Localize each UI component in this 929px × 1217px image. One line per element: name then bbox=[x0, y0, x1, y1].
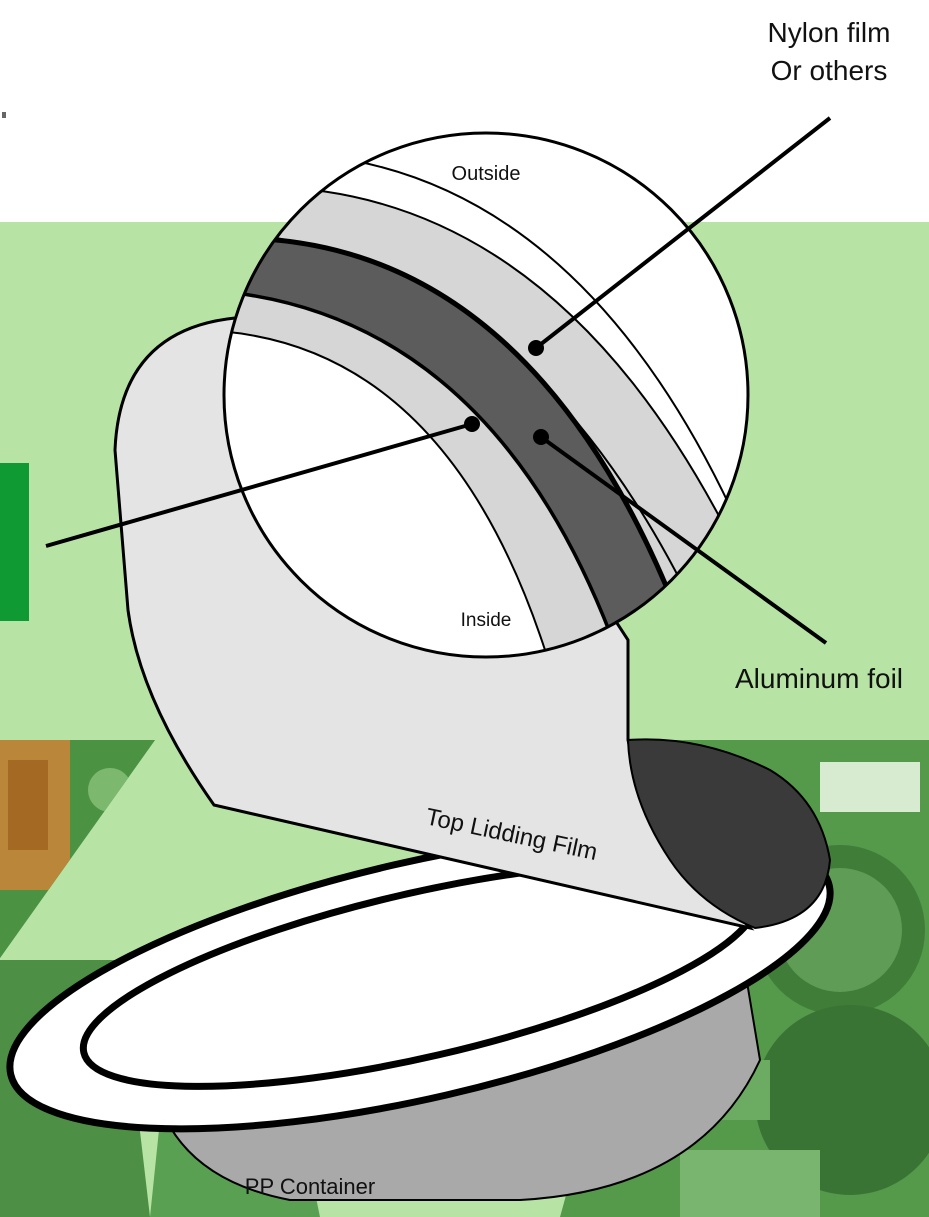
inner-layer-dot bbox=[464, 416, 480, 432]
label-nylon-line2: Or others bbox=[771, 55, 888, 86]
foil-dot bbox=[533, 429, 549, 445]
label-aluminum-foil: Aluminum foil bbox=[735, 663, 903, 694]
nylon-dot bbox=[528, 340, 544, 356]
green-label-block bbox=[0, 463, 29, 621]
label-outside: Outside bbox=[452, 163, 521, 185]
label-pp-container: PP Container bbox=[245, 1174, 375, 1199]
cropped-text-fragment bbox=[2, 112, 6, 118]
label-nylon-line1: Nylon film bbox=[768, 17, 891, 48]
label-inside: Inside bbox=[461, 610, 512, 631]
